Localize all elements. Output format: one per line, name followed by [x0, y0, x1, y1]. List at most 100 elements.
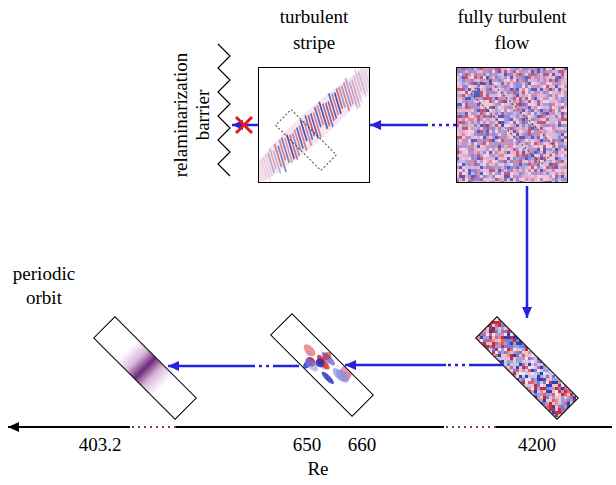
noise-cell: [468, 94, 471, 97]
noise-cell: [495, 82, 498, 85]
noise-cell: [549, 178, 552, 181]
noise-cell: [561, 139, 564, 142]
noise-cell: [546, 76, 549, 79]
noise-cell: [516, 148, 519, 151]
noise-cell: [552, 139, 555, 142]
noise-cell: [498, 342, 501, 345]
noise-cell: [498, 163, 501, 166]
noise-cell: [552, 175, 555, 178]
noise-cell: [495, 73, 498, 76]
noise-cell: [474, 315, 477, 318]
noise-cell: [525, 82, 528, 85]
noise-cell: [495, 175, 498, 178]
noise-cell: [480, 73, 483, 76]
noise-cell: [459, 118, 462, 121]
noise-cell: [492, 127, 495, 130]
noise-cell: [504, 163, 507, 166]
noise-cell: [495, 151, 498, 154]
noise-cell: [543, 88, 546, 91]
noise-cell: [501, 106, 504, 109]
noise-cell: [531, 148, 534, 151]
noise-cell: [555, 142, 558, 145]
noise-cell: [564, 127, 567, 130]
noise-cell: [522, 94, 525, 97]
noise-cell: [462, 73, 465, 76]
noise-cell: [522, 163, 525, 166]
noise-cell: [474, 106, 477, 109]
noise-cell: [561, 136, 564, 139]
noise-cell: [552, 345, 555, 348]
noise-cell: [465, 91, 468, 94]
noise-cell: [537, 76, 540, 79]
noise-cell: [483, 112, 486, 115]
noise-cell: [507, 148, 510, 151]
noise-cell: [543, 163, 546, 166]
noise-cell: [462, 145, 465, 148]
noise-cell: [534, 109, 537, 112]
noise-cell: [534, 100, 537, 103]
noise-cell: [564, 82, 567, 85]
noise-cell: [531, 315, 534, 318]
noise-cell: [561, 79, 564, 82]
noise-cell: [513, 348, 516, 351]
noise-cell: [555, 118, 558, 121]
noise-cell: [489, 175, 492, 178]
noise-cell: [573, 336, 576, 339]
noise-cell: [534, 148, 537, 151]
noise-cell: [528, 88, 531, 91]
noise-cell: [474, 139, 477, 142]
noise-cell: [483, 91, 486, 94]
noise-cell: [546, 148, 549, 151]
noise-cell: [501, 109, 504, 112]
noise-cell: [462, 100, 465, 103]
noise-cell: [504, 70, 507, 73]
noise-cell: [459, 145, 462, 148]
noise-cell: [492, 178, 495, 181]
noise-cell: [525, 133, 528, 136]
noise-cell: [513, 79, 516, 82]
noise-cell: [549, 336, 552, 339]
noise-cell: [483, 142, 486, 145]
noise-cell: [522, 76, 525, 79]
noise-cell: [501, 154, 504, 157]
noise-cell: [531, 112, 534, 115]
noise-cell: [513, 169, 516, 172]
noise-cell: [474, 103, 477, 106]
noise-cell: [477, 318, 480, 321]
noise-cell: [504, 145, 507, 148]
noise-cell: [462, 121, 465, 124]
noise-cell: [513, 130, 516, 133]
noise-cell: [540, 109, 543, 112]
noise-cell: [489, 151, 492, 154]
noise-cell: [558, 160, 561, 163]
noise-cell: [558, 70, 561, 73]
noise-cell: [495, 345, 498, 348]
noise-cell: [561, 330, 564, 333]
noise-cell: [516, 142, 519, 145]
noise-cell: [492, 79, 495, 82]
noise-cell: [552, 163, 555, 166]
noise-cell: [513, 145, 516, 148]
noise-cell: [510, 142, 513, 145]
noise-cell: [558, 157, 561, 160]
noise-cell: [540, 91, 543, 94]
noise-cell: [507, 348, 510, 351]
noise-cell: [546, 121, 549, 124]
noise-cell: [558, 124, 561, 127]
noise-cell: [546, 178, 549, 181]
noise-cell: [561, 148, 564, 151]
noise-cell: [492, 124, 495, 127]
noise-cell: [462, 175, 465, 178]
noise-cell: [570, 333, 573, 336]
noise-cell: [543, 118, 546, 121]
noise-cell: [546, 97, 549, 100]
noise-cell: [471, 145, 474, 148]
noise-cell: [498, 82, 501, 85]
noise-cell: [558, 175, 561, 178]
noise-cell: [468, 166, 471, 169]
noise-cell: [519, 318, 522, 321]
noise-cell: [552, 118, 555, 121]
noise-cell: [513, 324, 516, 327]
noise-cell: [498, 112, 501, 115]
noise-cell: [489, 345, 492, 348]
